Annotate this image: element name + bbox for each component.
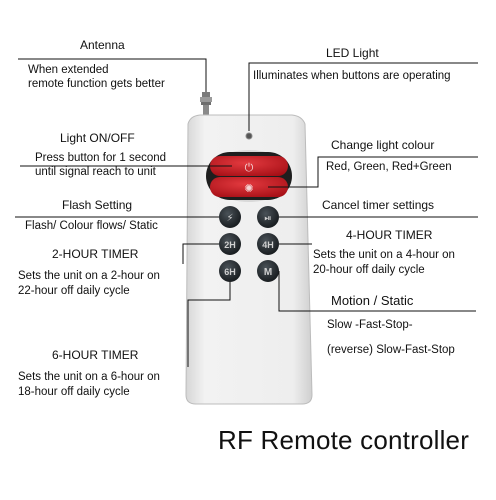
timer-2h-desc-line2: 22-hour off daily cycle xyxy=(18,285,130,297)
flash-desc: Flash/ Colour flows/ Static xyxy=(25,220,158,232)
mode-label: M xyxy=(264,267,272,278)
antenna-title: Antenna xyxy=(80,38,125,52)
flash-icon: ⚡ xyxy=(226,213,233,224)
timer-4h-button[interactable] xyxy=(257,233,279,255)
mode-leader xyxy=(278,271,476,312)
power-button[interactable] xyxy=(210,156,288,176)
cancel-timer-title: Cancel timer settings xyxy=(322,198,435,212)
timer-6h-button[interactable] xyxy=(219,260,241,282)
light-onoff-title: Light ON/OFF xyxy=(60,131,135,145)
timer-2h-desc-line1: Sets the unit on a 2-hour on xyxy=(18,270,160,282)
change-colour-title: Change light colour xyxy=(331,138,435,152)
change-colour-leader xyxy=(268,156,478,188)
led-title: LED Light xyxy=(326,46,379,60)
timer-6h-desc-line1: Sets the unit on a 6-hour on xyxy=(18,371,160,383)
timer-2h-leader xyxy=(182,243,219,264)
timer-6h-desc-line2: 18-hour off daily cycle xyxy=(18,386,130,398)
caption: RF Remote controller xyxy=(218,425,470,455)
timer-4h-label: 4H xyxy=(262,240,274,250)
flash-button[interactable] xyxy=(219,206,241,228)
timer-4h-desc-line2: 20-hour off daily cycle xyxy=(313,264,425,276)
motion-desc-line2: (reverse) Slow-Fast-Stop xyxy=(327,344,455,356)
timer-2h-label: 2H xyxy=(224,240,236,250)
led-leader xyxy=(248,62,478,131)
mode-button[interactable] xyxy=(257,260,279,282)
motion-desc-line1: Slow -Fast-Stop- xyxy=(327,319,413,331)
flash-title: Flash Setting xyxy=(62,198,133,212)
cancel-icon: ⏯ xyxy=(264,214,271,224)
timer-6h-title: 6-HOUR TIMER xyxy=(52,348,139,362)
timer-4h-title: 4-HOUR TIMER xyxy=(346,228,433,242)
antenna-leader xyxy=(18,58,207,92)
colour-button[interactable] xyxy=(210,177,288,197)
led-indicator xyxy=(245,132,253,140)
red-button-panel xyxy=(206,150,292,202)
colour-icon: ✺ xyxy=(244,182,253,195)
timer-2h-title: 2-HOUR TIMER xyxy=(52,247,139,261)
light-onoff-desc-line1: Press button for 1 second xyxy=(35,152,167,164)
timer-2h-button[interactable] xyxy=(219,233,241,255)
timer-4h-desc-line1: Sets the unit on a 4-hour on xyxy=(313,249,455,261)
timer-6h-leader xyxy=(187,282,231,367)
leader-lines xyxy=(15,58,478,367)
antenna-graphic xyxy=(200,92,212,121)
timer-6h-label: 6H xyxy=(224,267,236,277)
antenna-desc-line1: When extended xyxy=(28,64,109,76)
cancel-timer-button[interactable] xyxy=(257,206,279,228)
change-colour-desc: Red, Green, Red+Green xyxy=(326,161,452,173)
motion-title: Motion / Static xyxy=(331,293,414,308)
light-onoff-desc-line2: until signal reach to unit xyxy=(35,166,156,178)
led-desc: Illuminates when buttons are operating xyxy=(253,70,451,82)
antenna-desc-line2: remote function gets better xyxy=(28,78,165,90)
power-icon: ⏻ xyxy=(245,161,254,174)
